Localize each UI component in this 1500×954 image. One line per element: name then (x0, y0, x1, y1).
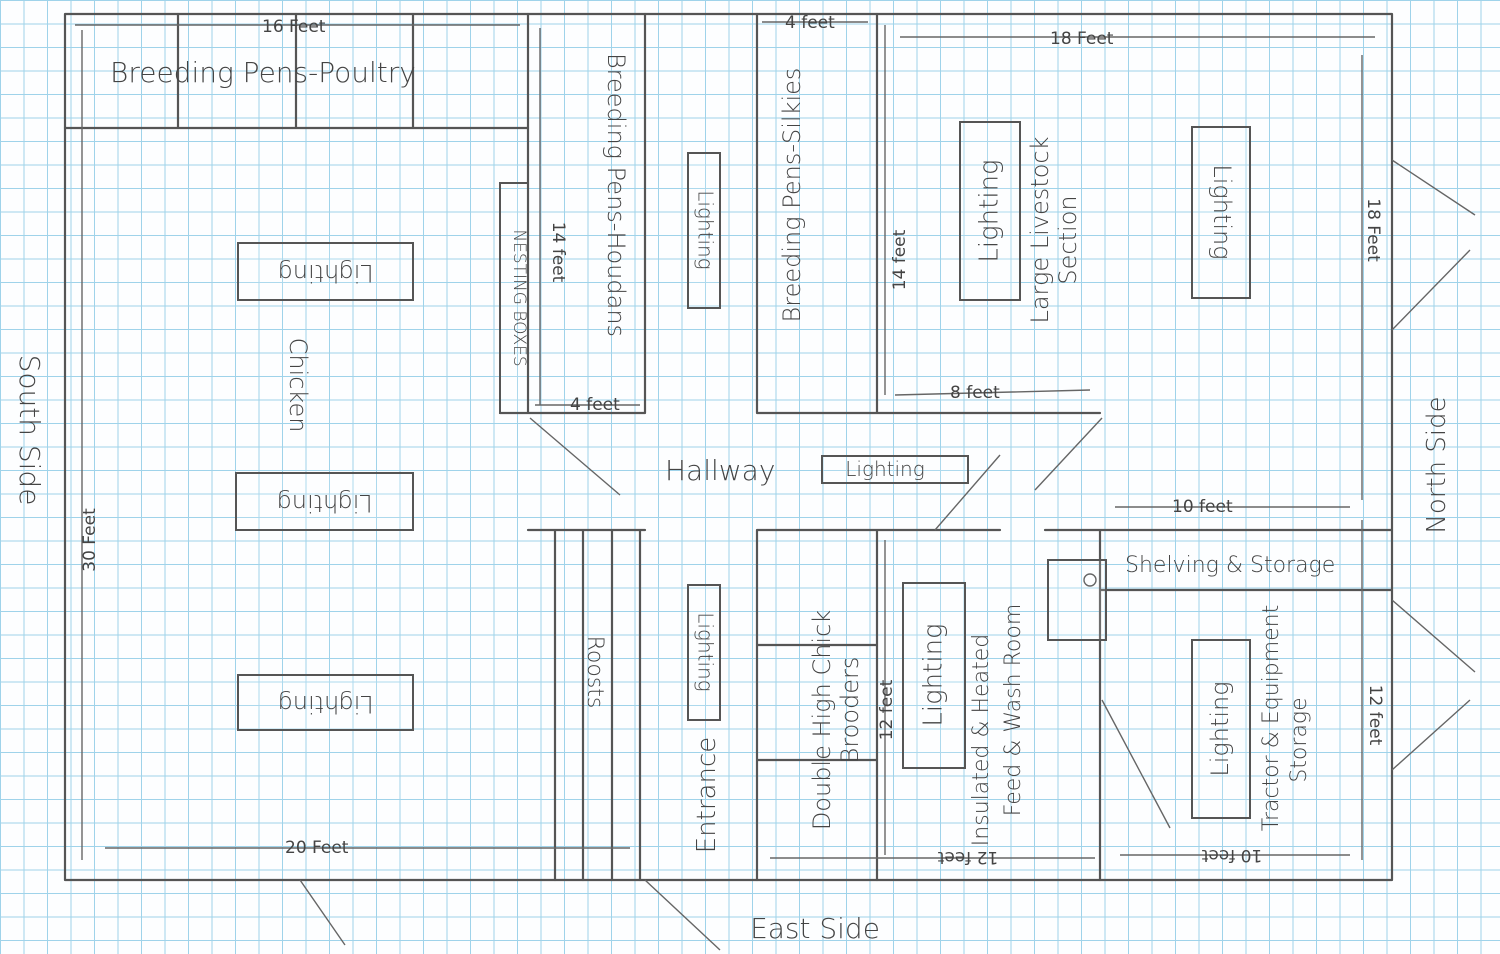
lighting-chicken-3: Lighting (237, 674, 414, 731)
text-label: Lighting (1208, 164, 1236, 259)
label-east-side: East Side (750, 912, 880, 945)
text-label: 8 feet (950, 383, 1000, 403)
dimension-lines (75, 21, 1375, 860)
label-roosts: Roosts (582, 636, 607, 709)
room-labels: Breeding Pens-Poultry NESTING BOXES Bree… (13, 53, 1452, 945)
label-silkies: Breeding Pens-Silkies (778, 68, 806, 323)
label-nesting-boxes: NESTING BOXES (509, 229, 529, 366)
label-feed-room-2: Feed & Wash Room (1001, 604, 1026, 817)
text-label: 18 Feet (1050, 29, 1114, 49)
label-brooders: Double High Chick (808, 610, 836, 830)
text-label: Lighting (694, 190, 718, 269)
text-label: Lighting (975, 159, 1005, 262)
text-label: Lighting (278, 259, 373, 287)
lighting-tractor: Lighting (1191, 639, 1251, 819)
nesting-boxes (499, 182, 529, 414)
text-label: 18 Feet (1363, 198, 1383, 262)
label-poultry-pens: Breeding Pens-Poultry (110, 56, 416, 89)
label-large-livestock-section: Section (1054, 195, 1082, 284)
text-label: 16 Feet (262, 17, 326, 37)
label-tractor-2: Storage (1287, 697, 1312, 782)
text-label: Lighting (919, 623, 949, 726)
label-houdans: Breeding Pens-Houdans (602, 53, 630, 337)
label-chicken: Chicken (284, 338, 312, 433)
label-entrance: Entrance (692, 737, 722, 854)
text-label: 12 feet (1365, 685, 1385, 746)
text-label: 4 feet (570, 395, 620, 415)
text-label: Lighting (1206, 681, 1234, 776)
label-brooders-2: Brooders (836, 657, 864, 764)
lighting-fixtures: Lighting Lighting Lighting Lighting Ligh… (235, 121, 1251, 819)
text-label: 12 feet (877, 679, 897, 740)
sink (1047, 559, 1107, 641)
label-north-side: North Side (1422, 396, 1452, 533)
lighting-houdans: Lighting (687, 152, 721, 309)
label-tractor: Tractor & Equipment (1259, 605, 1284, 832)
lighting-chicken-2: Lighting (235, 472, 414, 531)
label-large-livestock: Large Livestock (1026, 136, 1054, 323)
text-label: Lighting (845, 457, 924, 481)
text-label: 10 feet (1201, 845, 1262, 865)
text-label: 14 feet (548, 222, 568, 283)
text-label: 30 Feet (80, 508, 100, 572)
lighting-hallway: Lighting (821, 455, 969, 484)
text-label: 4 feet (785, 13, 835, 33)
text-label: Lighting (277, 489, 372, 517)
label-south-side: South Side (13, 355, 46, 506)
doors (299, 159, 1476, 951)
text-label: 14 feet (890, 229, 910, 290)
label-shelving: Shelving & Storage (1125, 553, 1335, 578)
walls (63, 12, 1394, 882)
label-hallway: Hallway (665, 454, 775, 487)
dimension-labels: 16 Feet 18 Feet 4 feet 4 feet 14 feet 14… (80, 13, 1385, 867)
text-label: 20 Feet (285, 838, 349, 858)
sink-drain-icon (1083, 573, 1097, 587)
lighting-livestock-1: Lighting (959, 121, 1021, 301)
lighting-entrance: Lighting (687, 584, 721, 721)
lighting-feed-room: Lighting (902, 582, 966, 769)
text-label: Lighting (694, 612, 718, 691)
lighting-chicken-1: Lighting (237, 242, 414, 301)
label-feed-room: Insulated & Heated (969, 634, 994, 846)
text-label: 10 feet (1172, 497, 1233, 517)
text-label: Lighting (278, 690, 373, 718)
lighting-livestock-2: Lighting (1191, 126, 1251, 299)
text-label: 12 feet (937, 847, 998, 867)
